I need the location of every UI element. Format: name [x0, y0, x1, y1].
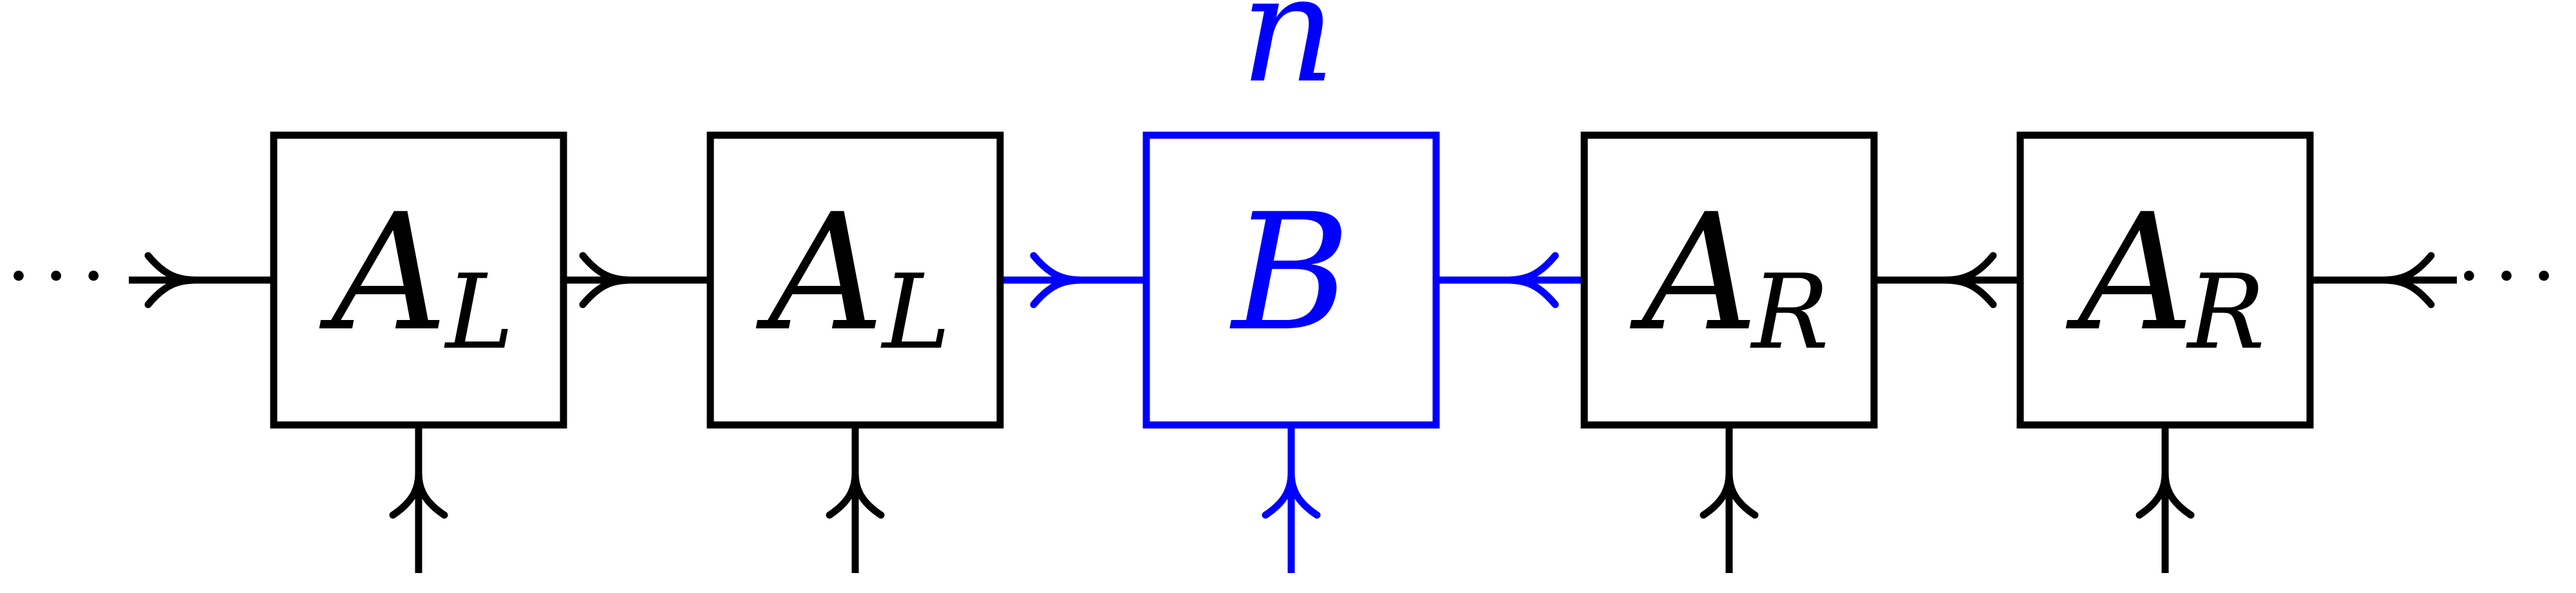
tensor-1: AL — [706, 131, 1004, 429]
leg-arrow-1 — [826, 469, 885, 519]
leg-arrow-4 — [2136, 469, 2195, 519]
tensor-3: AR — [1580, 131, 1878, 429]
tensor-box-1 — [706, 131, 1004, 429]
tensor-label-sub-3: R — [1750, 252, 1829, 372]
physical-legs — [389, 425, 2195, 573]
bond-arrow-2 — [1030, 252, 1086, 308]
tensor-0: AL — [270, 131, 567, 429]
tensor-label-main-3: A — [1629, 179, 1759, 366]
tensor-box-3 — [1580, 131, 1878, 429]
tensor-4: AR — [2016, 131, 2314, 429]
leg-arrow-3 — [1700, 469, 1759, 519]
tensor-box-4 — [2016, 131, 2314, 429]
bond-arrow-0 — [144, 252, 200, 308]
right-ellipsis: ··· — [2457, 232, 2569, 321]
bond-arrow-5 — [2379, 252, 2435, 308]
left-ellipsis: ··· — [6, 232, 118, 321]
tensor-label-main-0: A — [319, 179, 448, 366]
tensor-label-main-4: A — [2065, 179, 2195, 366]
leg-arrow-2 — [1262, 469, 1321, 519]
tensor-label-sub-4: R — [2186, 252, 2265, 372]
tensor-label-main-1: A — [755, 179, 885, 366]
index-label-n: n — [1240, 0, 1336, 116]
tensor-label-sub-1: L — [880, 252, 951, 372]
horizontal-bonds — [129, 252, 2457, 308]
bond-arrow-1 — [579, 252, 635, 308]
tensor-box-2 — [1142, 131, 1440, 429]
bond-arrow-4 — [1941, 252, 1997, 308]
leg-arrow-0 — [389, 469, 448, 519]
tensor-2: B — [1142, 131, 1440, 429]
bond-arrow-3 — [1503, 252, 1559, 308]
tensor-box-0 — [270, 131, 567, 429]
tensor-label-main-2: B — [1229, 179, 1350, 366]
tensor-label-sub-0: L — [444, 252, 514, 372]
